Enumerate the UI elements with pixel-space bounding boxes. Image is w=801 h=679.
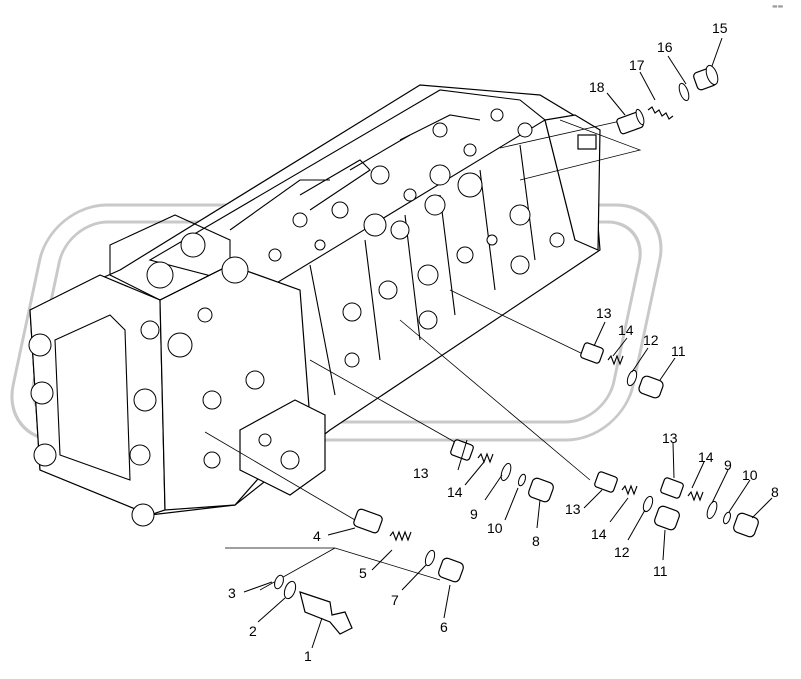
- corner-mark: ▬▬: [772, 3, 784, 10]
- callout-7: 7: [391, 592, 399, 608]
- bottom-parts: [274, 508, 464, 635]
- callout-14: 14: [591, 526, 607, 542]
- valve-body: [28, 84, 601, 527]
- callout-11: 11: [653, 563, 668, 579]
- assembly-guide-lines: [204, 119, 642, 591]
- callout-13: 13: [565, 501, 581, 517]
- callout-1: 1: [304, 648, 312, 664]
- callout-6: 6: [440, 619, 448, 635]
- callout-17: 17: [629, 57, 645, 73]
- callout-12: 12: [643, 332, 659, 348]
- callout-8: 8: [532, 533, 540, 549]
- callout-14: 14: [447, 484, 463, 500]
- callout-11: 11: [671, 343, 686, 359]
- callout-5: 5: [359, 565, 367, 581]
- callout-16: 16: [657, 39, 673, 55]
- callout-8: 8: [771, 484, 779, 500]
- leader-lines: [243, 37, 773, 649]
- callout-12: 12: [614, 544, 630, 560]
- upper-right-parts: [580, 342, 664, 399]
- callout-10: 10: [742, 467, 758, 483]
- callout-14: 14: [698, 449, 714, 465]
- callout-9: 9: [470, 506, 478, 522]
- callout-13: 13: [413, 465, 429, 481]
- callout-15: 15: [712, 20, 728, 36]
- far-right-parts: [660, 477, 759, 538]
- callout-9: 9: [724, 457, 732, 473]
- callout-3: 3: [228, 585, 236, 601]
- callout-10: 10: [487, 520, 503, 536]
- callout-4: 4: [313, 528, 321, 544]
- callout-13: 13: [662, 430, 678, 446]
- callout-2: 2: [249, 623, 257, 639]
- middle-left-parts: [450, 439, 554, 503]
- callout-14: 14: [618, 322, 634, 338]
- top-relief-parts: [616, 64, 719, 135]
- callout-13: 13: [596, 305, 612, 321]
- callout-labels: 15 16 17 18 13 14 12 11 13 14 9 10 8 13 …: [228, 20, 779, 664]
- middle-right-parts: [594, 471, 680, 531]
- callout-18: 18: [589, 79, 605, 95]
